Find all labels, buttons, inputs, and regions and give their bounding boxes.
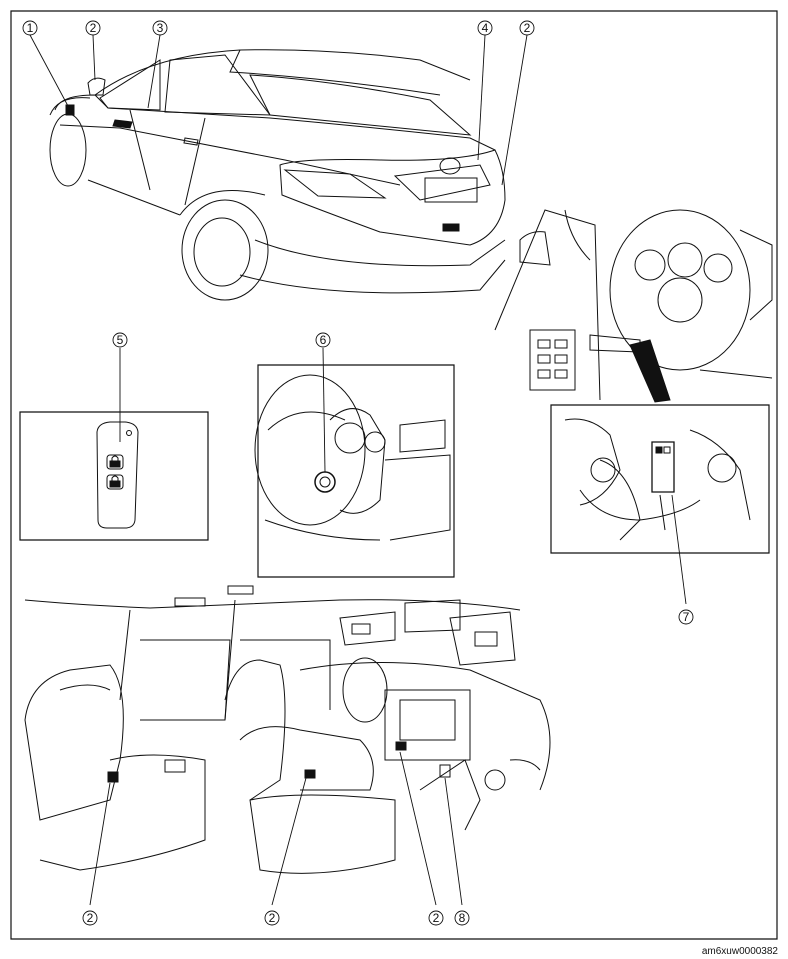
callout-label-5: 5 [117,333,124,347]
callout-circle-6 [316,333,330,347]
callout-label-8: 8 [459,911,466,925]
front-seat-left [225,660,285,800]
callout-label-4: 4 [482,21,489,35]
front-door-antenna [66,105,74,115]
callout-circle-5 [113,333,127,347]
callout-label-2-b: 2 [524,21,531,35]
callout-label-2-e: 2 [433,911,440,925]
callout-circle-3 [153,21,167,35]
tail-light-left [285,170,385,198]
rear-seat [25,665,123,820]
console-antenna [305,770,315,778]
control-module-illustration [565,419,750,540]
control-module-inset-frame [551,405,769,553]
callout-label-7: 7 [683,610,690,624]
engine-start-button [315,472,335,492]
key-fob-inset-frame [20,412,208,540]
callout-circle-2-b [520,21,534,35]
callout-circle-1 [23,21,37,35]
smart-key-fob [97,422,138,528]
callout-circle-4 [478,21,492,35]
interior-illustration [25,586,550,873]
callout-label-2-c: 2 [87,911,94,925]
rear-seat-antenna [108,772,118,782]
callout-circle-7 [679,610,693,624]
sun-visor-right [450,612,515,665]
exterior-car-illustration [50,50,505,300]
front-wheel [50,114,86,186]
callout-label-3: 3 [157,21,164,35]
license-plate [425,178,477,202]
rear-emblem [440,158,460,174]
callout-circle-8 [455,911,469,925]
keyless-control-module [652,442,674,492]
callouts [23,21,693,925]
push-button-start-illustration [255,375,450,540]
rear-console-antenna [165,760,185,772]
figure-code: am6xuw0000382 [701,946,778,957]
unlock-button [107,475,123,489]
callout-label-2-d: 2 [269,911,276,925]
rear-door-handle [184,138,198,145]
diagram-frame [11,11,777,939]
tail-light-right [395,165,490,200]
door-mirror [88,78,105,95]
callout-circle-2-d [265,911,279,925]
side-window-front [100,60,160,110]
push-button-inset-frame [258,365,454,577]
callout-label-6: 6 [320,333,327,347]
callout-circle-2-e [429,911,443,925]
front-seat-right [240,727,373,790]
sun-visor-left [340,612,395,645]
rear-wheel [182,200,268,300]
callout-label-1: 1 [27,21,34,35]
callout-circle-2-c [83,911,97,925]
steering-wheel [610,210,750,370]
front-door-handle [113,120,132,128]
side-window-rear [165,55,270,115]
lock-button [107,455,123,469]
zoom-pointer [630,340,670,402]
rear-window [250,75,470,135]
front-console-antenna [396,742,406,750]
callout-circle-2-a [86,21,100,35]
rear-bumper-antenna [443,224,459,231]
callout-label-2-a: 2 [90,21,97,35]
glovebox-switch [440,765,450,777]
dashboard-steering-illustration [495,210,772,402]
